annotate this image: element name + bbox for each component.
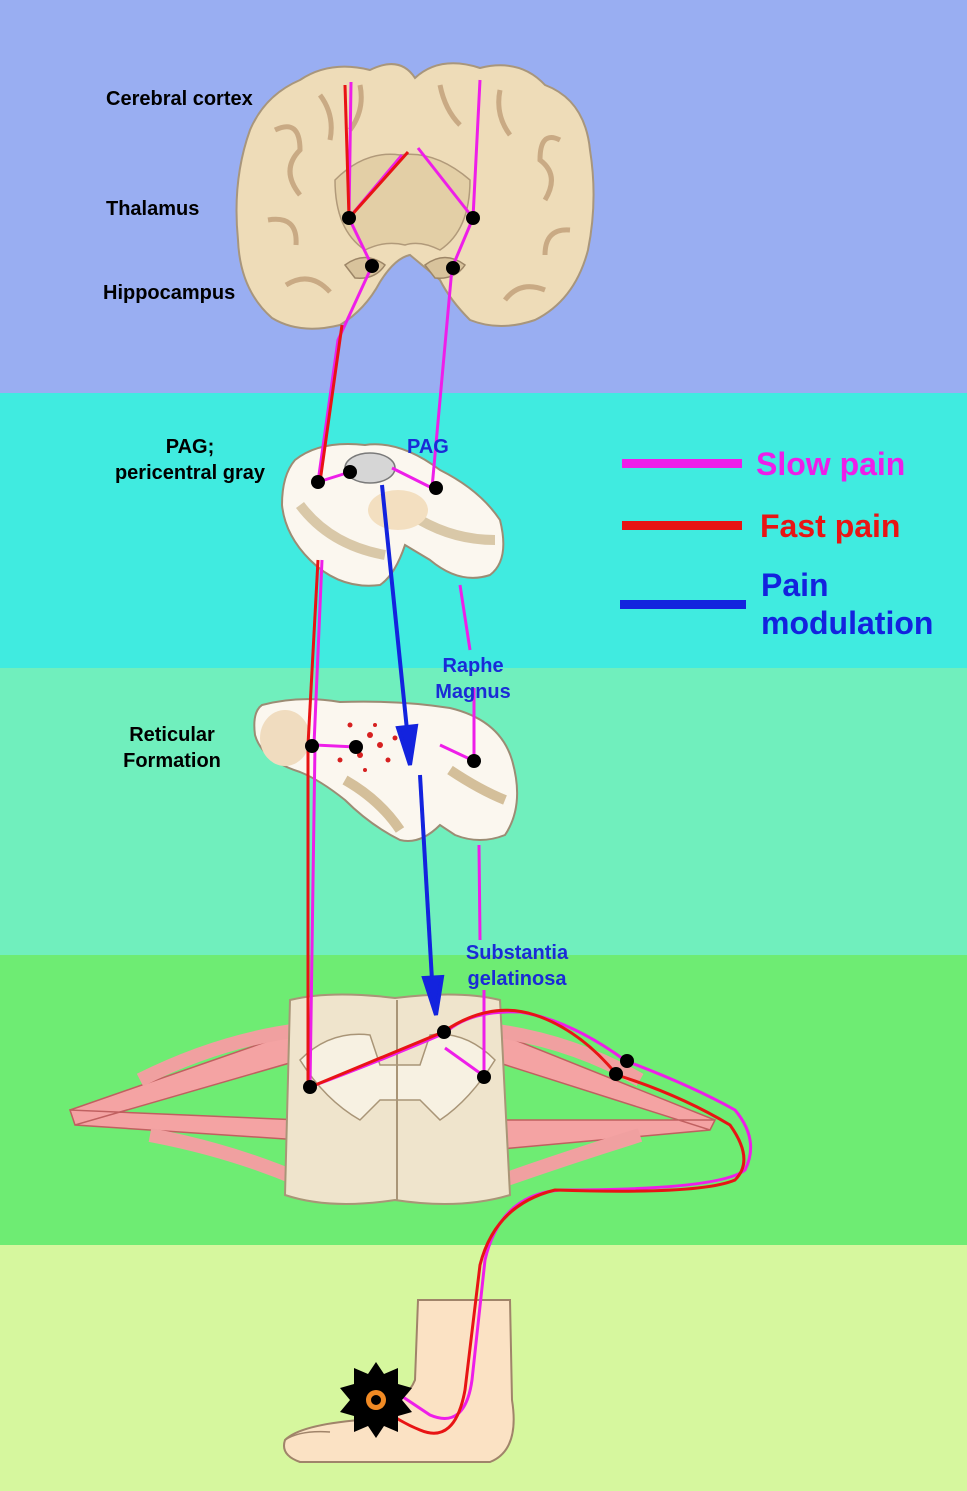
reticular-label-line2: Formation [123,750,221,772]
legend-mod-line2: modulation [761,605,934,641]
reticular-label-line1: Reticular [129,724,215,746]
pag-label-line1: PAG; [165,436,215,458]
reticular-formation-label: Reticular Formation [112,722,232,774]
pag-illustration [280,443,505,587]
legend-modulation-swatch [620,600,746,609]
cerebral-cortex-label: Cerebral cortex [106,88,253,110]
pain-stimulus-icon [340,1362,412,1438]
raphe-label-line1: Raphe [442,655,504,677]
fast-pain-pathway [306,84,746,1435]
substantia-gelatinosa-label: Substantia gelatinosa [452,940,582,992]
brain-illustration [235,62,595,330]
medulla-illustration [253,698,519,842]
hippocampus-label: Hippocampus [103,282,236,304]
legend-fast-label: Fast pain [760,508,901,544]
legend-mod-line1: Pain [761,567,829,603]
substantia-label-line1: Substantia [465,942,569,964]
synapse-dots [303,211,634,1094]
pag-right-label: PAG [407,436,449,458]
legend-slow-label: Slow pain [756,446,906,482]
raphe-magnus-label: Raphe Magnus [418,653,528,705]
substantia-label-line2: gelatinosa [467,968,567,990]
legend-modulation-label: Pain modulation [761,566,933,642]
legend-fast-swatch [622,521,742,530]
pain-modulation-pathway [380,484,445,1016]
pag-label-line2: pericentral gray [114,462,266,484]
pag-pericentral-label: PAG; pericentral gray [100,434,280,486]
raphe-label-line2: Magnus [435,681,511,703]
legend-slow-swatch [622,459,742,468]
thalamus-label: Thalamus [106,198,200,220]
spinal-cord-illustration [68,993,717,1205]
